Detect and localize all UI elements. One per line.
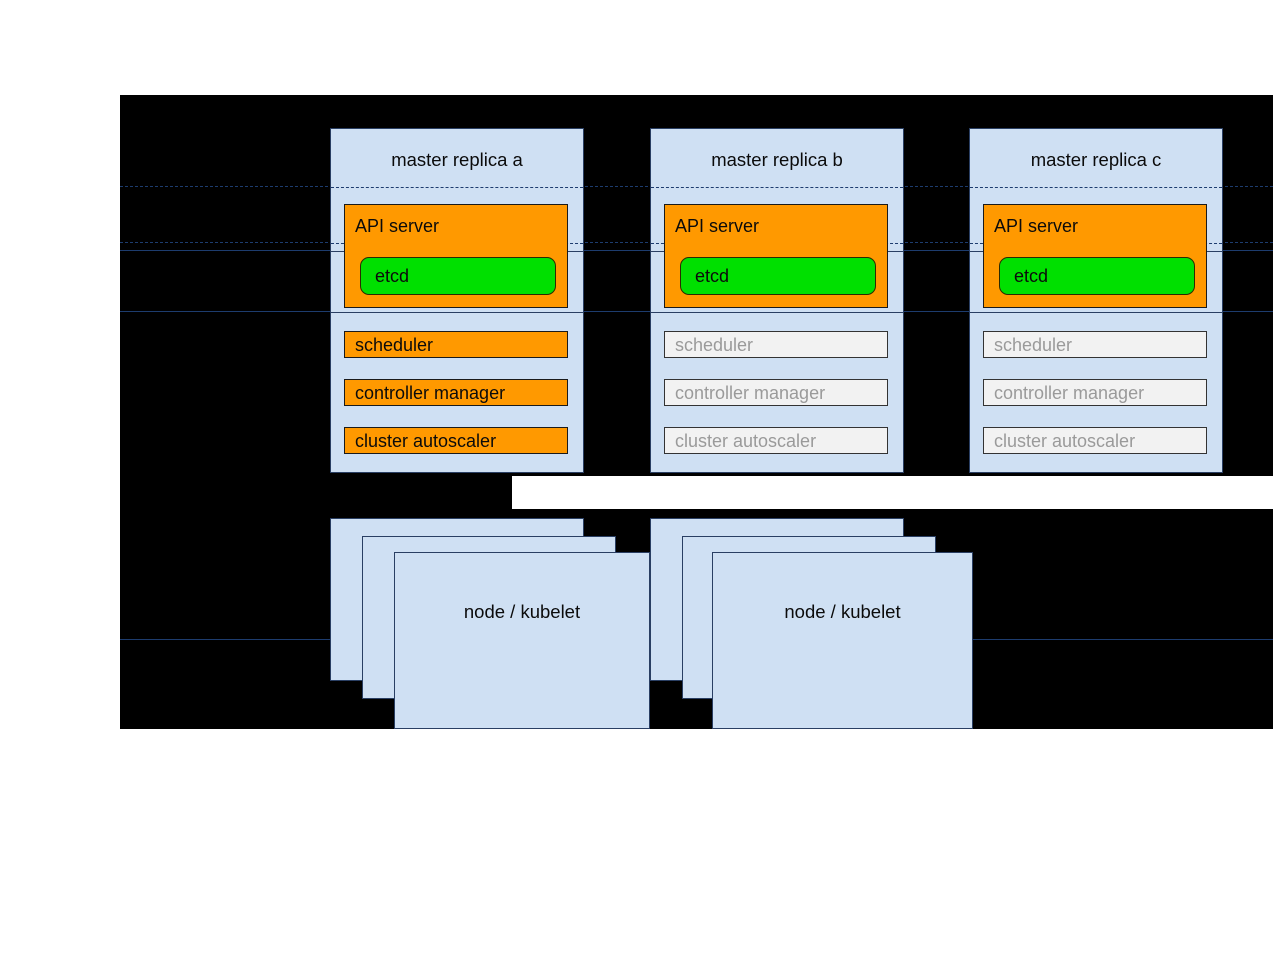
replica-separator-dashed-top xyxy=(651,187,903,188)
scheduler-box-b[interactable]: scheduler xyxy=(664,331,888,358)
replica-separator-solid-bottom xyxy=(970,312,1222,313)
scheduler-box-c[interactable]: scheduler xyxy=(983,331,1207,358)
api-server-label: API server xyxy=(994,216,1079,236)
api-server-label: API server xyxy=(355,216,440,236)
replica-title: master replica b xyxy=(711,149,843,170)
replica-title: master replica a xyxy=(391,149,523,170)
scheduler-label: scheduler xyxy=(355,334,434,355)
etcd-box-a[interactable]: etcd xyxy=(360,257,556,295)
replica-separator-dashed-top xyxy=(331,187,583,188)
replica-separator-solid-bottom xyxy=(651,312,903,313)
scheduler-label: scheduler xyxy=(994,334,1073,355)
cluster-autoscaler-box-a[interactable]: cluster autoscaler xyxy=(344,427,568,454)
etcd-label: etcd xyxy=(375,266,410,286)
controller-manager-label: controller manager xyxy=(675,382,826,403)
node-stack-right-card-front[interactable]: node / kubelet xyxy=(712,552,973,729)
scheduler-box-a[interactable]: scheduler xyxy=(344,331,568,358)
replica-separator-dashed-top xyxy=(970,187,1222,188)
cluster-autoscaler-label: cluster autoscaler xyxy=(994,430,1136,451)
etcd-label: etcd xyxy=(695,266,730,286)
backdrop-plate-midband xyxy=(120,476,512,509)
replica-separator-solid-bottom xyxy=(331,312,583,313)
cluster-autoscaler-label: cluster autoscaler xyxy=(675,430,817,451)
cluster-autoscaler-box-b[interactable]: cluster autoscaler xyxy=(664,427,888,454)
node-kubelet-label: node / kubelet xyxy=(784,601,901,622)
etcd-box-c[interactable]: etcd xyxy=(999,257,1195,295)
replica-title: master replica c xyxy=(1030,149,1162,170)
controller-manager-label: controller manager xyxy=(355,382,506,403)
node-stack-left-card-front[interactable]: node / kubelet xyxy=(394,552,650,729)
controller-manager-box-c[interactable]: controller manager xyxy=(983,379,1207,406)
cluster-autoscaler-label: cluster autoscaler xyxy=(355,430,497,451)
scheduler-label: scheduler xyxy=(675,334,754,355)
api-server-label: API server xyxy=(675,216,760,236)
cluster-autoscaler-box-c[interactable]: cluster autoscaler xyxy=(983,427,1207,454)
controller-manager-box-a[interactable]: controller manager xyxy=(344,379,568,406)
controller-manager-box-b[interactable]: controller manager xyxy=(664,379,888,406)
etcd-box-b[interactable]: etcd xyxy=(680,257,876,295)
etcd-label: etcd xyxy=(1014,266,1049,286)
controller-manager-label: controller manager xyxy=(994,382,1145,403)
node-kubelet-label: node / kubelet xyxy=(463,601,581,622)
